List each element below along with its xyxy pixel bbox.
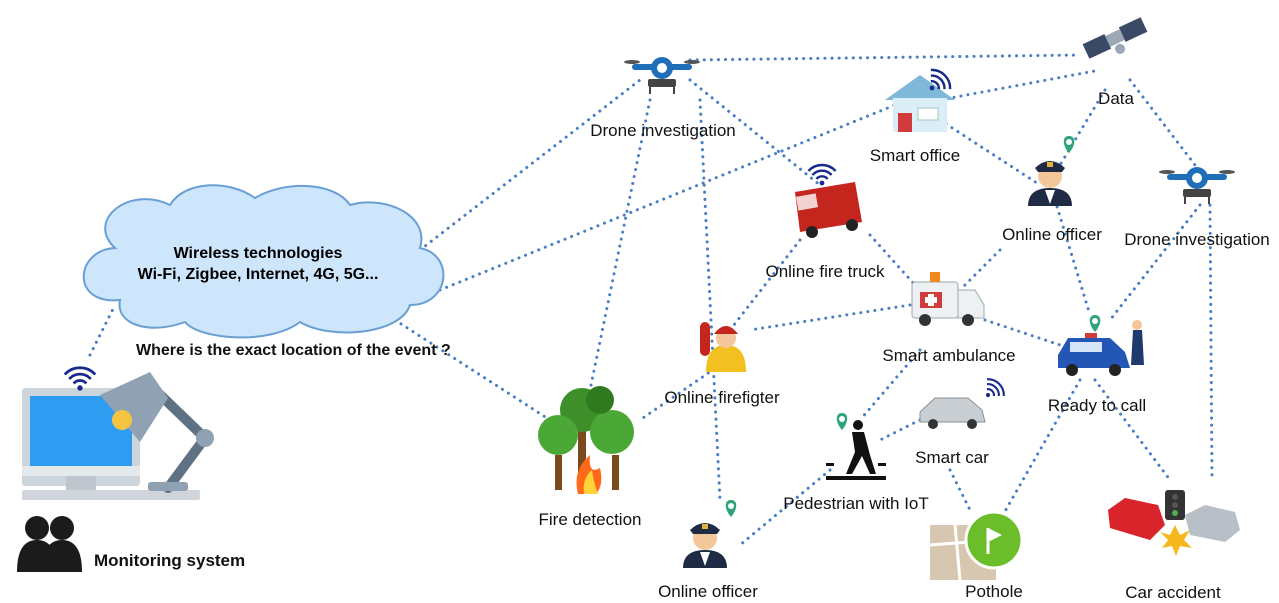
location-marker-icon [1063, 136, 1075, 153]
police-officer-icon [1028, 161, 1072, 206]
fire-truck-icon [795, 182, 862, 238]
smart-car-label: Smart car [915, 448, 989, 467]
ready-to-call-label: Ready to call [1047, 396, 1147, 415]
ambulance-icon [911, 272, 985, 326]
cloud-caption: Wireless technologies Wi-Fi, Zigbee, Int… [138, 243, 379, 285]
firefighter-icon [700, 322, 746, 372]
smart-ambulance-label: Smart ambulance [882, 346, 1016, 365]
traffic-light-icon [1165, 490, 1185, 520]
police-officer-icon [683, 523, 727, 568]
desk-lamp-icon [100, 372, 214, 493]
location-marker-icon [836, 413, 848, 430]
question-text: Where is the exact location of the event… [136, 342, 451, 359]
users-icon [17, 516, 82, 572]
online-officer-label: Online officer [1002, 225, 1102, 244]
crash-icon [1108, 498, 1240, 556]
drone-investigation-label-2: Drone investigation [1124, 230, 1270, 249]
cloud-line-2: Wi-Fi, Zigbee, Internet, 4G, 5G... [137, 266, 379, 283]
online-fire-truck-label: Online fire truck [765, 262, 885, 281]
wifi-icon [63, 366, 97, 393]
cloud-line-1: Wireless technologies [173, 245, 343, 262]
location-marker-icon [1089, 315, 1101, 332]
tree-fire-icon [538, 386, 634, 494]
pedestrian-icon [826, 420, 886, 480]
drone-icon [623, 56, 701, 95]
online-officer-label-2: Online officer [658, 582, 758, 601]
car-accident-label: Car accident [1125, 583, 1221, 602]
wifi-icon [977, 374, 1009, 406]
pedestrian-label: Pedestrian with IoT [783, 494, 929, 513]
wireless-cloud [82, 184, 445, 339]
data-label: Data [1098, 89, 1134, 108]
pothole-label: Pothole [965, 582, 1023, 601]
satellite-icon [1082, 17, 1148, 59]
house-icon [885, 75, 955, 132]
wifi-icon [807, 163, 837, 187]
monitoring-system-label: Monitoring system [94, 551, 246, 570]
connection-lines [88, 53, 1214, 547]
drone-investigation-label: Drone investigation [590, 121, 736, 140]
fire-detection-label: Fire detection [538, 510, 642, 529]
police-car-icon [1058, 320, 1144, 376]
online-firefighter-label: Online firefigter [664, 388, 780, 407]
location-marker-icon [725, 500, 737, 517]
sedan-icon [919, 397, 986, 429]
drone-icon [1158, 166, 1236, 205]
smart-office-label: Smart office [869, 146, 961, 165]
map-pin-icon [929, 510, 1024, 581]
